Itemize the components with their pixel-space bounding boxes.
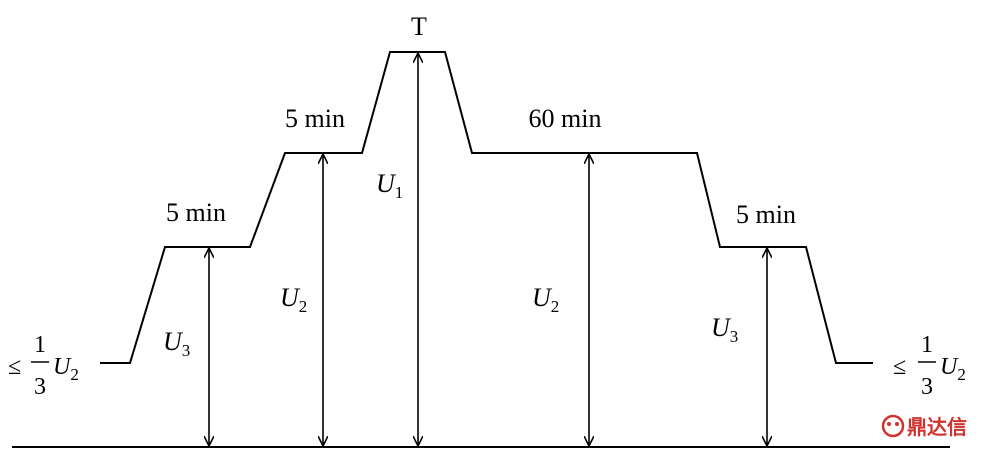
start-denominator: 3: [34, 374, 46, 400]
end-level-label: ≤ 1 3 U2: [893, 332, 966, 400]
watermark-logo: 鼎达信: [881, 414, 967, 439]
u3-right-label: U3: [711, 313, 738, 346]
u2-left-label: U2: [280, 283, 307, 316]
end-numerator: 1: [921, 332, 933, 358]
step4-duration-label: 5 min: [736, 200, 796, 229]
step2-duration-label: 5 min: [285, 104, 345, 133]
u3-left-label: U3: [163, 327, 190, 360]
step1-duration-label: 5 min: [166, 198, 226, 227]
watermark-icon: [881, 414, 905, 438]
start-voltage: U2: [53, 354, 79, 384]
end-voltage: U2: [940, 354, 966, 384]
u1-label: U1: [376, 169, 403, 202]
watermark-text: 鼎达信: [907, 415, 967, 439]
hold-duration-label: 60 min: [529, 104, 602, 133]
voltage-profile-line: [100, 51, 873, 364]
end-denominator: 3: [921, 374, 933, 400]
end-relation-symbol: ≤: [893, 354, 906, 380]
u2-right-label: U2: [532, 283, 559, 316]
start-level-label: ≤ 1 3 U2: [8, 332, 79, 400]
start-numerator: 1: [34, 332, 46, 358]
peak-label: T: [411, 12, 427, 41]
start-relation-symbol: ≤: [8, 354, 21, 380]
